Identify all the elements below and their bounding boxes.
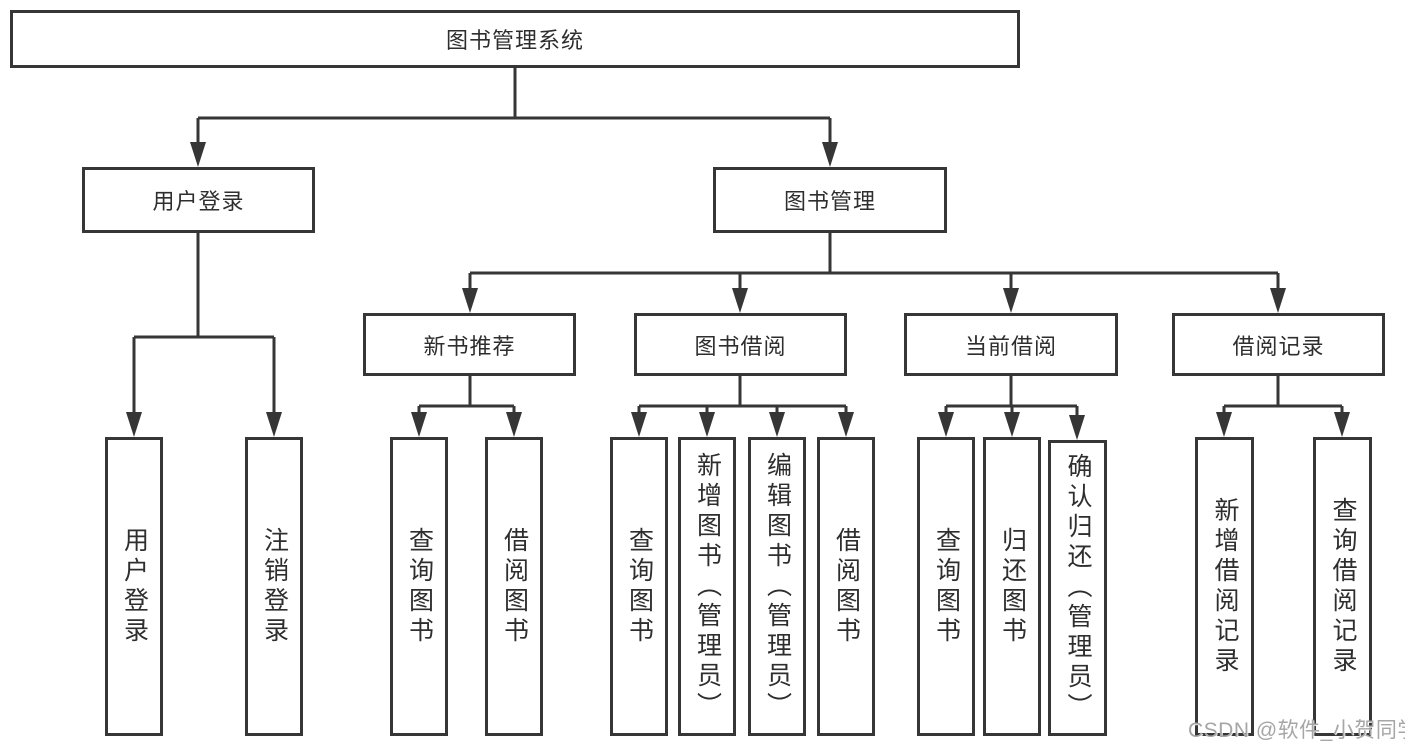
leaf-user-login-label: 用户登录 — [120, 526, 149, 647]
leaf-edit-books-admin-label: 编辑图书（管理员） — [763, 451, 792, 722]
node-current-borrow: 当前借阅 — [904, 313, 1118, 376]
node-user-login: 用户登录 — [82, 167, 315, 233]
node-book-borrow-label: 图书借阅 — [694, 333, 787, 359]
leaf-borrow-books-label: 借阅图书 — [832, 526, 861, 647]
leaf-current-query-books-label: 查询图书 — [932, 526, 961, 647]
leaf-newbook-borrow-books-label: 借阅图书 — [500, 526, 529, 647]
leaf-borrow-query-books: 查询图书 — [610, 437, 668, 736]
node-new-book-recommend: 新书推荐 — [363, 313, 576, 376]
leaf-confirm-return-admin: 确认归还（管理员） — [1048, 440, 1107, 736]
node-new-book-recommend-label: 新书推荐 — [423, 333, 516, 359]
leaf-return-books-label: 归还图书 — [998, 526, 1027, 647]
node-book-management: 图书管理 — [713, 167, 947, 233]
leaf-add-books-admin-label: 新增图书（管理员） — [693, 451, 722, 722]
arrowhead-icons — [126, 142, 1350, 440]
node-book-management-label: 图书管理 — [783, 189, 876, 214]
leaf-query-borrow-record: 查询借阅记录 — [1313, 437, 1372, 736]
leaf-query-borrow-record-label: 查询借阅记录 — [1329, 496, 1357, 677]
node-library-system-label: 图书管理系统 — [445, 28, 584, 53]
leaf-newbook-query-books-label: 查询图书 — [405, 526, 434, 647]
leaf-edit-books-admin: 编辑图书（管理员） — [748, 437, 806, 736]
leaf-current-query-books: 查询图书 — [917, 437, 975, 736]
leaf-logout: 注销登录 — [245, 437, 303, 736]
node-current-borrow-label: 当前借阅 — [964, 333, 1057, 359]
leaf-newbook-query-books: 查询图书 — [390, 437, 448, 736]
node-library-system: 图书管理系统 — [10, 10, 1020, 68]
node-borrow-records-label: 借阅记录 — [1232, 333, 1325, 359]
leaf-borrow-books: 借阅图书 — [817, 437, 875, 736]
leaf-add-books-admin: 新增图书（管理员） — [678, 437, 736, 736]
leaf-borrow-query-books-label: 查询图书 — [625, 526, 654, 647]
leaf-add-borrow-record-label: 新增借阅记录 — [1211, 496, 1239, 677]
leaf-logout-label: 注销登录 — [260, 526, 289, 647]
leaf-user-login: 用户登录 — [105, 437, 163, 736]
leaf-add-borrow-record: 新增借阅记录 — [1195, 437, 1254, 736]
csdn-watermark: CSDN @软件_小贺同学 — [1188, 719, 1405, 742]
leaf-return-books: 归还图书 — [983, 437, 1041, 736]
node-borrow-records: 借阅记录 — [1172, 313, 1385, 376]
node-book-borrow: 图书借阅 — [634, 313, 847, 376]
leaf-newbook-borrow-books: 借阅图书 — [485, 437, 543, 736]
node-user-login-label: 用户登录 — [152, 189, 245, 214]
leaf-confirm-return-admin-label: 确认归还（管理员） — [1064, 453, 1092, 723]
